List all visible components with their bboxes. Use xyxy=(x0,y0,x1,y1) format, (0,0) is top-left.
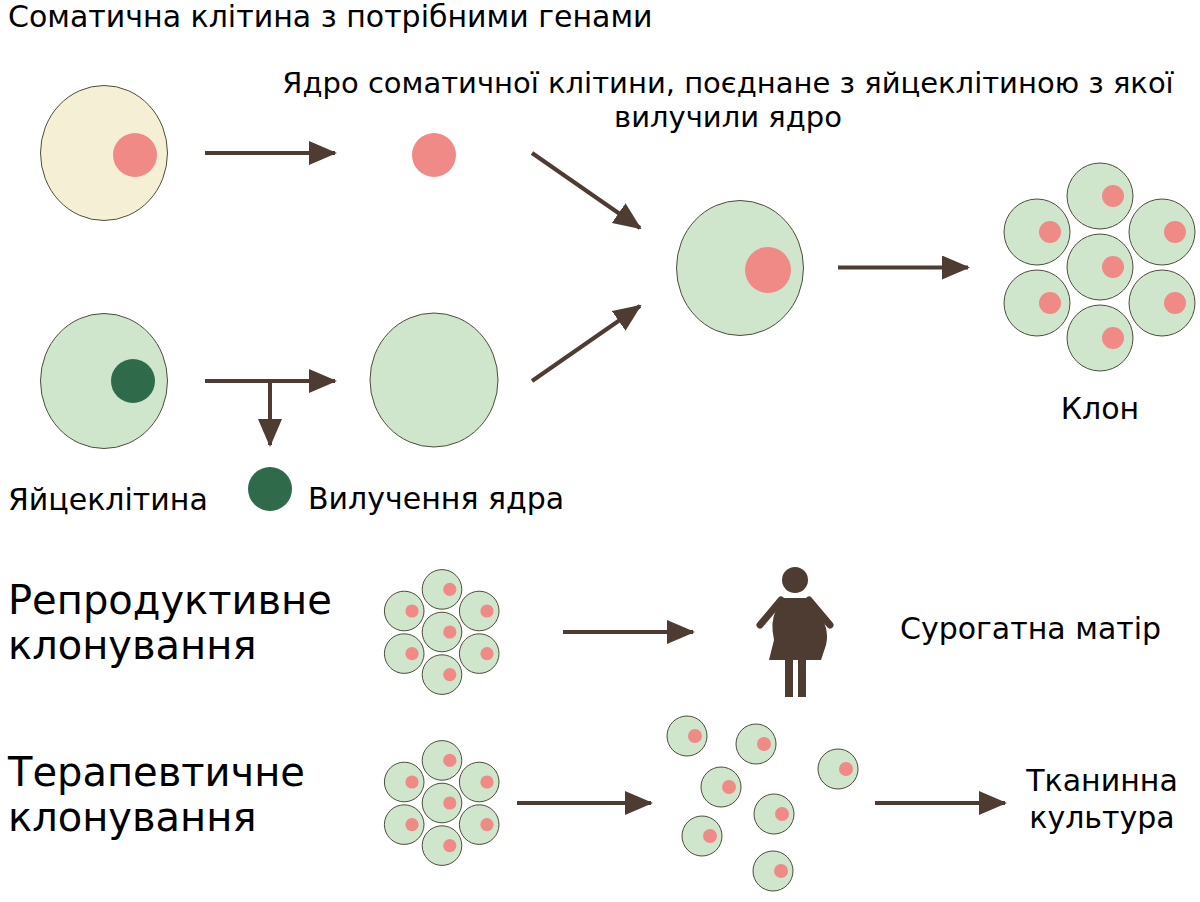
process-arrow xyxy=(205,381,270,445)
enucleated-egg xyxy=(370,313,498,447)
cell-clusters xyxy=(384,570,858,891)
fused-cell: Ядро соматичної клітини, поєднане з яйце… xyxy=(676,200,804,336)
nucleus xyxy=(412,133,456,177)
removed-nucleus: Вилучення ядра xyxy=(248,467,292,511)
node-label: Соматична клітина з потрібними генами xyxy=(8,0,768,34)
egg-cell: Яйцеклітина xyxy=(40,313,168,449)
node-label: Вилучення ядра xyxy=(308,482,608,516)
process-arrow xyxy=(838,266,968,270)
cell-shape xyxy=(40,313,168,449)
clone-cluster: Клон xyxy=(1004,160,1196,374)
surrogate-figure xyxy=(760,567,830,697)
cell-shape xyxy=(1004,160,1196,374)
surrogate-label: Сурогатна матір xyxy=(900,612,1196,646)
process-arrows xyxy=(205,153,1005,803)
node-label: Яйцеклітина xyxy=(8,483,248,517)
node-label: Клон xyxy=(1004,392,1196,426)
somatic-cell: Соматична клітина з потрібними генами xyxy=(40,85,168,221)
cell-shape xyxy=(676,200,804,336)
node-label: Ядро соматичної клітини, поєднане з яйце… xyxy=(260,66,1196,134)
section-heading: Терапевтичне клонування xyxy=(8,750,388,840)
section-heading: Репродуктивне клонування xyxy=(8,578,388,668)
tissue-label: Тканинна культура xyxy=(1008,762,1196,836)
cell-shape xyxy=(248,467,292,511)
cell-shape xyxy=(40,85,168,221)
